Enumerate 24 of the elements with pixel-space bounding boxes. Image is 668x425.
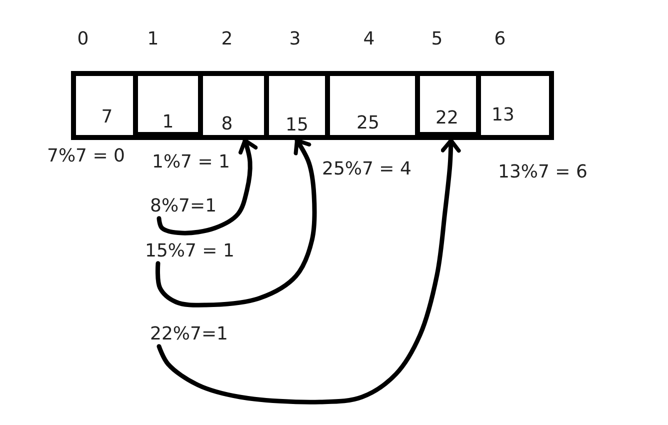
formula-label: 7%7 = 0	[47, 146, 125, 168]
cell-value: 8	[221, 114, 233, 136]
cell-value: 13	[492, 106, 514, 126]
formula-label: 13%7 = 6	[498, 162, 588, 184]
index-label: 2	[221, 30, 233, 50]
formula-text: 22%7=1	[150, 324, 228, 346]
formula-text: 8%7=1	[150, 196, 217, 218]
index-label: 4	[363, 30, 375, 50]
formula-label: 25%7 = 4	[322, 160, 412, 180]
curved-arrow	[156, 138, 461, 404]
curved-arrow	[156, 138, 317, 308]
cell-value: 15	[286, 116, 308, 136]
cell-value: 7	[101, 108, 113, 128]
curved-arrow	[156, 138, 258, 236]
index-label: 0	[77, 30, 89, 50]
index-label: 1	[147, 30, 159, 50]
index-label: 5	[431, 30, 443, 50]
cell-value: 25	[356, 114, 380, 134]
formula-label: 1%7 = 1	[152, 152, 230, 174]
formula-text: 15%7 = 1	[145, 242, 234, 262]
index-label: 6	[494, 30, 506, 50]
cell-value: 22	[436, 108, 458, 130]
cell-value: 1	[162, 112, 174, 134]
index-label: 3	[289, 30, 301, 50]
